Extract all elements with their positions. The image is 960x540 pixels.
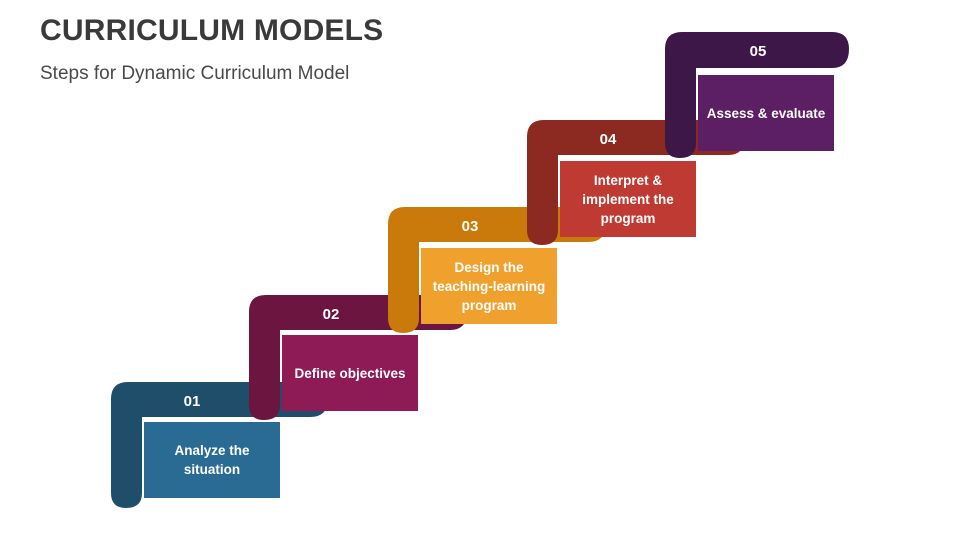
step-2-number: 02 [322, 306, 340, 323]
step-1-box: Analyze the situation [144, 422, 280, 498]
step-1-label: Analyze the situation [174, 443, 250, 477]
step-1-number: 01 [183, 393, 201, 410]
step-5-number: 05 [749, 43, 767, 60]
step-2-label: Define objectives [294, 365, 406, 381]
step-3-box: Design the teaching-learning program [421, 248, 557, 324]
step-4-number: 04 [599, 131, 617, 148]
step-5-box: Assess & evaluate [698, 75, 834, 151]
page-title: CURRICULUM MODELS [40, 14, 384, 47]
page-subtitle: Steps for Dynamic Curriculum Model [40, 63, 350, 84]
step-4-box: Interpret & implement the program [560, 161, 696, 237]
step-4-label: Interpret & implement the program [582, 172, 674, 226]
step-5-label: Assess & evaluate [706, 105, 826, 121]
step-2-box: Define objectives [282, 335, 418, 411]
step-3-number: 03 [461, 218, 479, 235]
step-3-label: Design the teaching-learning program [432, 259, 546, 313]
